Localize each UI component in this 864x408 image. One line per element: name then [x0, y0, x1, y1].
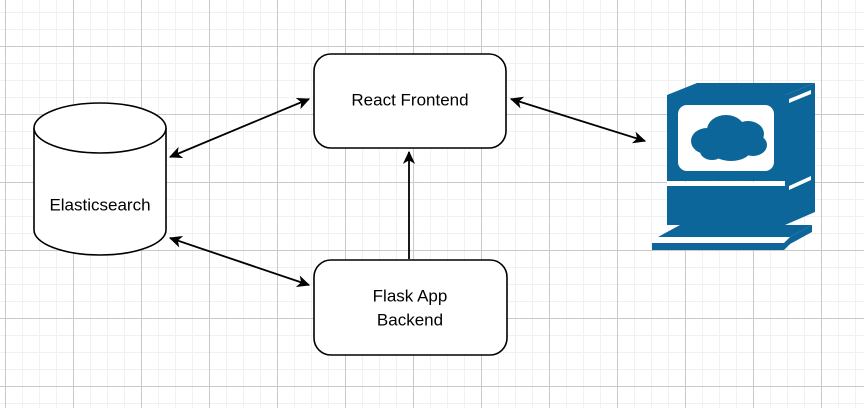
monitor-side-seam2-icon: [789, 176, 811, 190]
node-label-flask-backend-line1: Flask App: [373, 286, 448, 305]
node-label-elasticsearch: Elasticsearch: [49, 195, 150, 214]
edge-elasticsearch-flask-backend[interactable]: [168, 236, 311, 287]
node-box: [313, 259, 508, 356]
keyboard-seam-icon: [652, 237, 790, 243]
edge-line: [168, 236, 311, 287]
cloud-icon: [691, 115, 767, 161]
edge-line: [509, 96, 647, 144]
node-box: [313, 53, 507, 149]
node-label-flask-backend-line2: Backend: [377, 310, 443, 329]
node-user-workstation[interactable]: [652, 83, 815, 250]
keyboard-side-icon: [784, 225, 812, 250]
keyboard-top-icon: [658, 225, 812, 237]
cylinder-top: [33, 102, 167, 154]
monitor-base-icon: [667, 186, 785, 225]
edge-elasticsearch-react-frontend[interactable]: [168, 97, 311, 159]
monitor-side-icon: [785, 83, 815, 225]
edge-line: [168, 97, 311, 159]
node-flask-backend[interactable]: Flask App Backend: [313, 259, 508, 356]
monitor-gap-icon: [667, 182, 785, 186]
node-label-react-frontend: React Frontend: [351, 90, 468, 109]
edge-react-frontend-user-workstation[interactable]: [509, 96, 647, 144]
monitor-side-seam-icon: [789, 90, 811, 103]
node-elasticsearch[interactable]: Elasticsearch: [33, 102, 167, 256]
node-react-frontend[interactable]: React Frontend: [313, 53, 507, 149]
cylinder-body: [33, 128, 167, 256]
monitor-top-icon: [667, 83, 815, 95]
keyboard-edge-icon: [652, 243, 784, 250]
